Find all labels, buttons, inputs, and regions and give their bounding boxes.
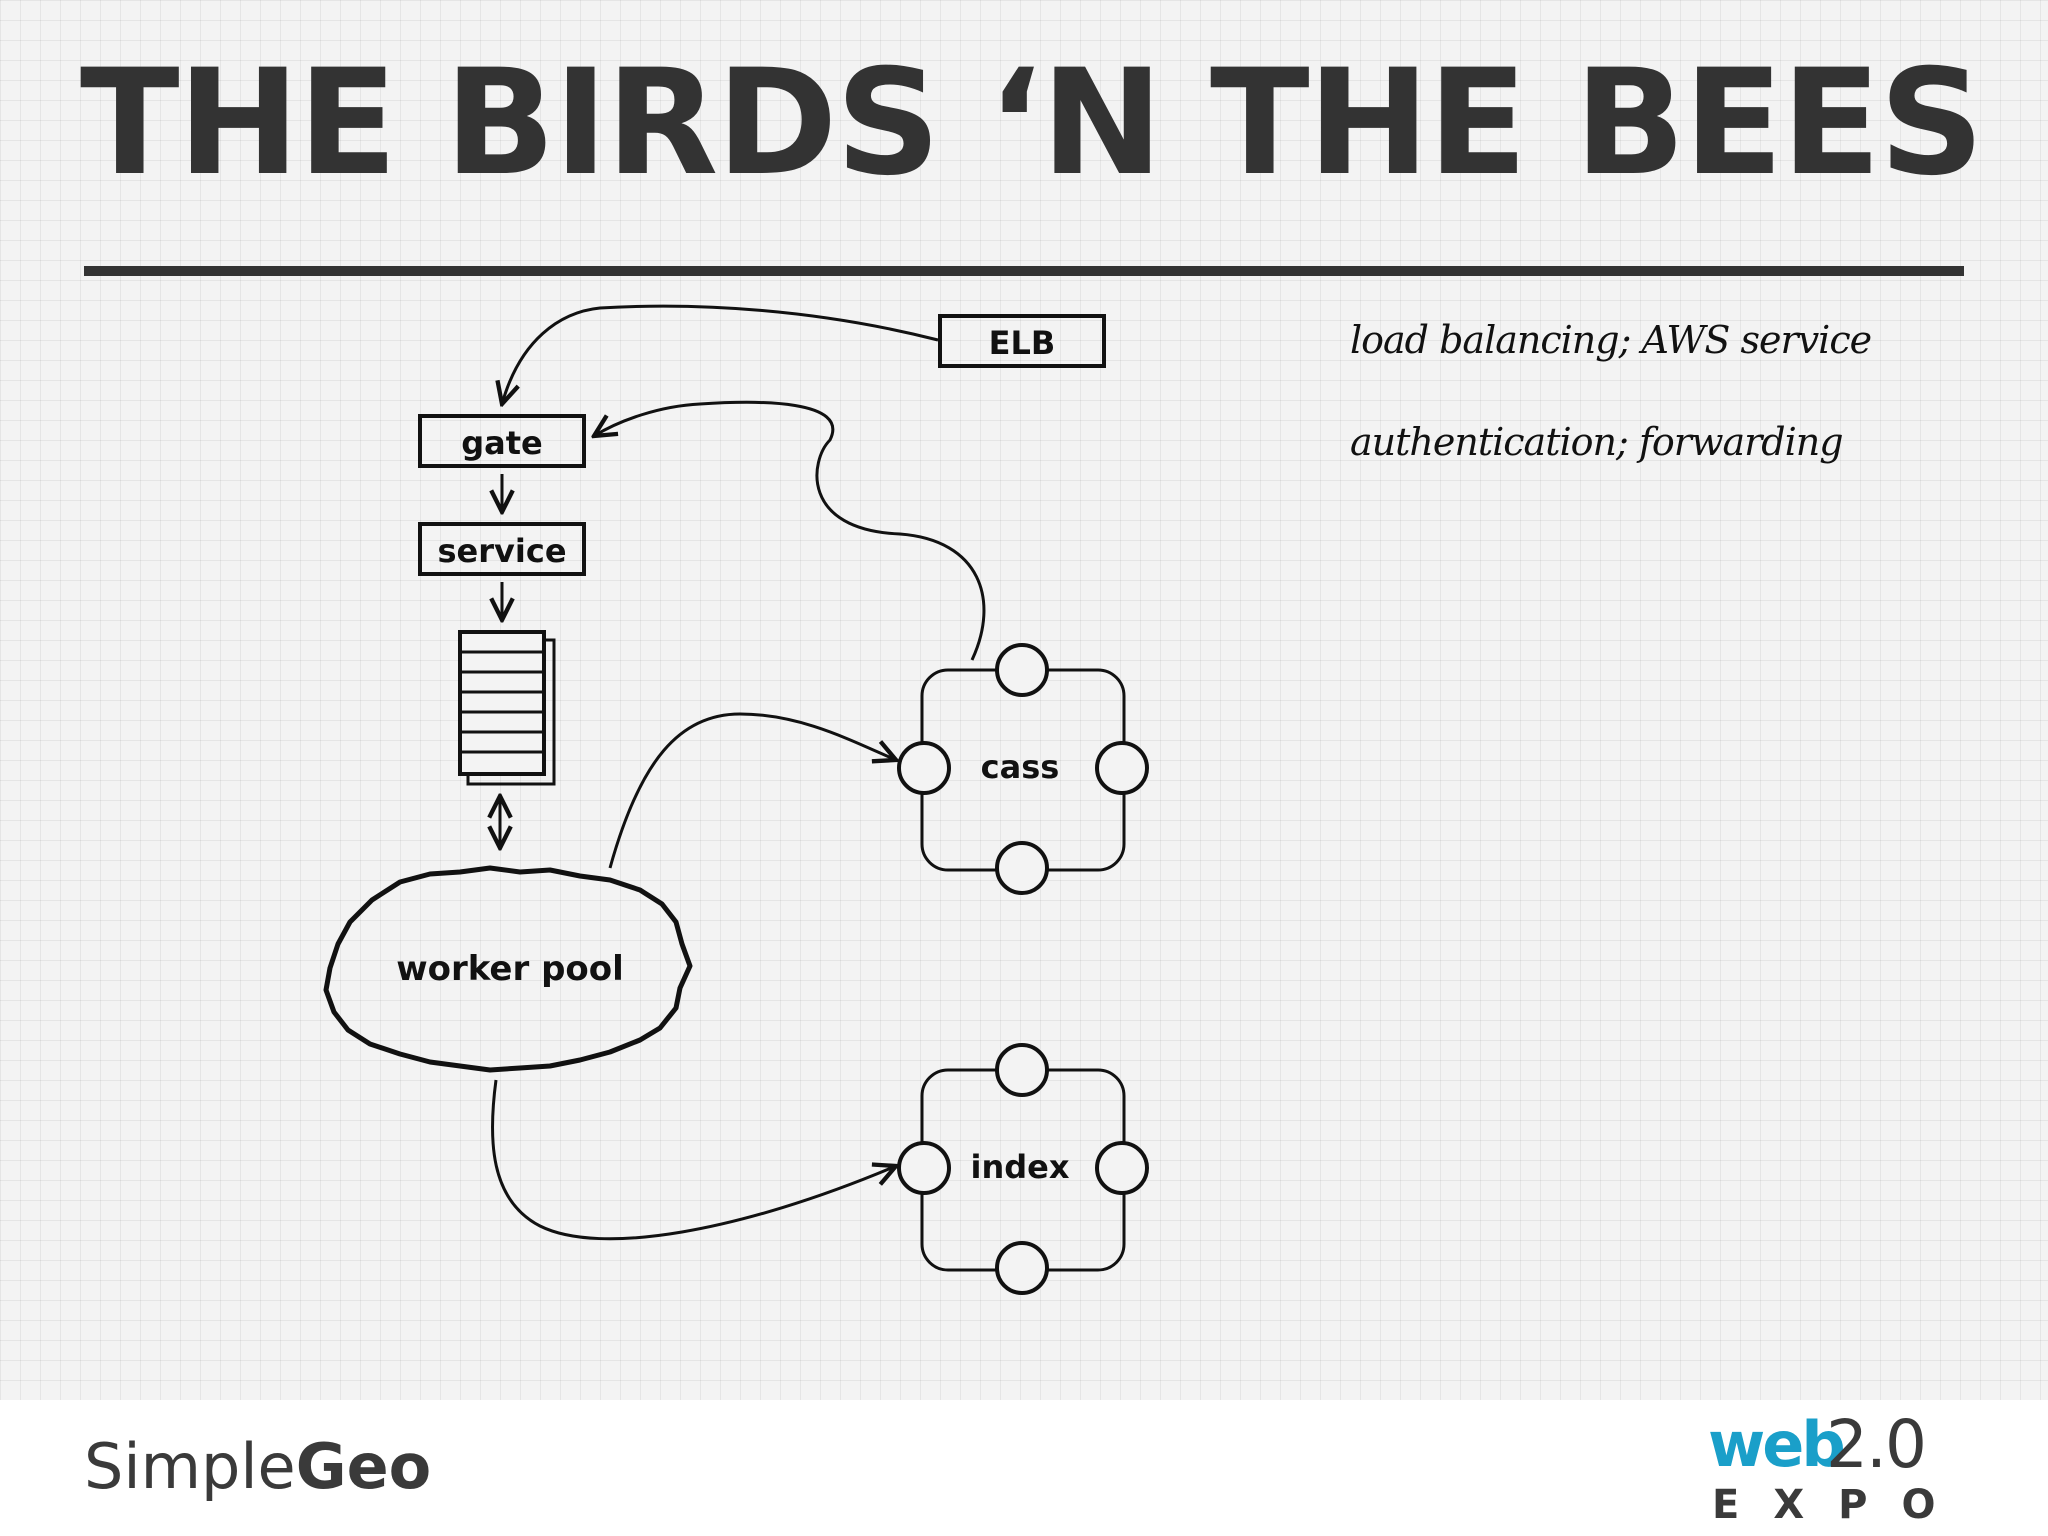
web20-logo-web: web (1708, 1408, 1846, 1481)
footer-bar (0, 1400, 2048, 1536)
worker-pool-label: worker pool (396, 949, 624, 989)
service-label: service (437, 532, 566, 570)
title-divider (84, 266, 1964, 276)
simplegeo-logo-light: Simple (84, 1430, 296, 1503)
elb-node: ELB (938, 314, 1106, 368)
architecture-diagram: ELB gate service worker pool cass (323, 304, 1149, 1295)
cass-label: cass (981, 748, 1060, 786)
elb-to-gate-arrow (502, 304, 939, 404)
gate-node: gate (418, 414, 586, 468)
grid-background (0, 0, 2048, 1400)
service-node: service (418, 522, 586, 576)
cass-to-gate-arrow (594, 400, 986, 661)
web20-expo-logo: web 2.0 EXPO (1708, 1406, 1948, 1532)
elb-note: load balancing; AWS service (1350, 318, 1872, 362)
slide-title: THE BIRDS ‘N THE BEES (80, 38, 1984, 208)
web20-logo-version: 2.0 (1826, 1406, 1927, 1483)
elb-label: ELB (989, 324, 1056, 362)
worker-to-cass-arrow (608, 712, 896, 869)
worker-to-index-arrow (490, 1079, 896, 1241)
queue-icon (458, 630, 556, 786)
index-node: index (897, 1043, 1149, 1295)
cass-node: cass (897, 643, 1149, 895)
simplegeo-logo-bold: Geo (295, 1430, 432, 1503)
index-label: index (971, 1148, 1070, 1186)
web20-logo-expo: EXPO (1712, 1482, 1970, 1528)
gate-note: authentication; forwarding (1350, 420, 1844, 464)
gate-label: gate (461, 424, 543, 462)
worker-pool-node: worker pool (323, 865, 693, 1073)
simplegeo-logo: SimpleGeo (84, 1430, 431, 1503)
